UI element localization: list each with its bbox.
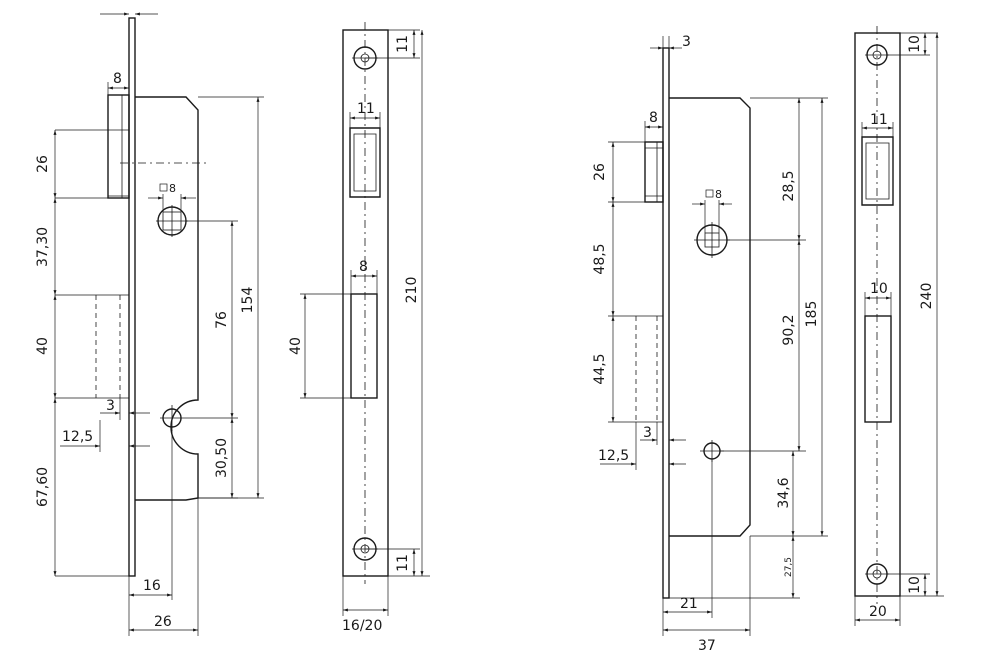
dim-latch-to-spindle: 37,30: [35, 227, 51, 267]
dimensions-body-a: 8 26 37,30 40 67,60 8 76 30,50 154: [35, 12, 264, 636]
dim-backset: 21: [680, 596, 698, 612]
dim-lower: 67,60: [35, 467, 51, 507]
dim-face-offset: 12,5: [598, 448, 629, 464]
dim-bolt: 40: [35, 337, 51, 355]
dimensions-body-b: 3 8 26 48,5 44,5 8 28,5 90,2 185 3: [592, 34, 828, 654]
dim-bolt-throw: 3: [106, 398, 115, 414]
dim-spindle-to-keyhole: 90,2: [781, 314, 797, 345]
dim-spindle-to-keyhole: 76: [214, 311, 230, 329]
dim-spindle-square: 8: [169, 182, 176, 195]
dim-top-to-spindle: 28,5: [781, 170, 797, 201]
latch-opening: [349, 127, 381, 198]
bolt-opening: [350, 293, 378, 399]
bolt-opening: [864, 315, 892, 423]
lock-body-a: [55, 17, 208, 577]
dim-bolt: 44,5: [592, 353, 608, 384]
dim-latch-width: 8: [649, 110, 658, 126]
dim-latch-opening: 11: [357, 101, 375, 117]
dim-top-hole: 11: [395, 35, 411, 53]
lock-body-b: [635, 47, 751, 599]
dim-plate-height: 240: [919, 283, 935, 310]
dim-bolt-throw: 3: [643, 425, 652, 441]
dim-bottom-clearance: 27,5: [784, 557, 794, 577]
dim-body-depth: 26: [154, 614, 172, 630]
latch-opening: [861, 136, 894, 206]
dim-face-offset: 12,5: [62, 429, 93, 445]
dim-latch-to-spindle: 48,5: [592, 243, 608, 274]
dimensions-strike-a: 11 11 8 40 210 11 16/20: [288, 29, 430, 634]
dim-keyhole-to-bottom: 34,6: [776, 477, 792, 508]
case-body: [669, 97, 751, 537]
dim-body-depth: 37: [698, 638, 716, 654]
dim-bolt-opening-width: 10: [870, 281, 888, 297]
strike-plate-outline: [342, 29, 389, 577]
dim-keyhole-to-bottom: 30,50: [214, 438, 230, 478]
dim-spindle-square: 8: [715, 188, 722, 201]
strike-plate-b: [854, 26, 901, 604]
strike-plate-outline: [854, 32, 901, 597]
latch: [107, 94, 130, 199]
dim-body-height: 185: [804, 301, 820, 328]
case-body: [135, 96, 199, 501]
dim-bottom-hole: 11: [395, 554, 411, 572]
dimensions-strike-b: 10 11 10 240 10 20: [854, 32, 944, 626]
latch: [644, 141, 664, 203]
face-plate: [128, 17, 136, 577]
dim-body-height: 154: [240, 287, 256, 314]
dim-bottom-hole: 10: [907, 576, 923, 594]
dim-bolt-opening-height: 40: [288, 337, 304, 355]
dim-plate-width: 16/20: [342, 618, 382, 634]
dim-backset: 16: [143, 578, 161, 594]
face-plate: [662, 47, 670, 599]
dim-face-thickness: 8: [113, 71, 122, 87]
dim-latch: 26: [592, 163, 608, 181]
dim-plate-height: 210: [404, 277, 420, 304]
dim-bolt-opening-width: 8: [359, 259, 368, 275]
dim-latch-opening: 11: [870, 112, 888, 128]
dim-plate-width: 20: [869, 604, 887, 620]
dim-face-thickness: 3: [682, 34, 691, 50]
strike-plate-a: [342, 22, 389, 584]
dim-top-hole: 10: [907, 35, 923, 53]
dim-latch: 26: [35, 155, 51, 173]
